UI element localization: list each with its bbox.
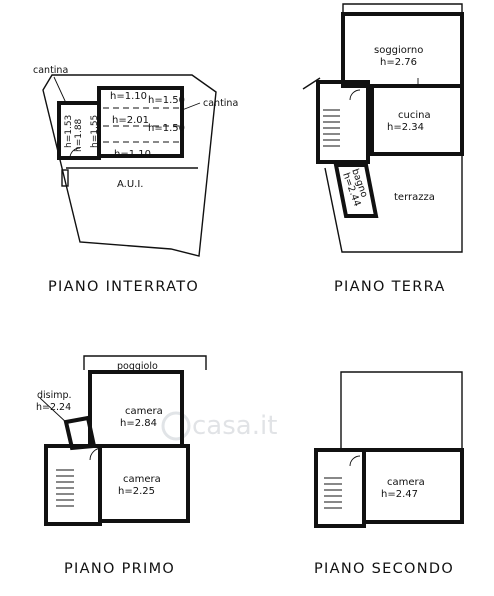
label-cantina-left: cantina: [33, 65, 68, 76]
label-cantina-right: cantina: [203, 98, 238, 109]
plan-terra: soggiorno h=2.76 cucina h=2.34 bagno h=2…: [302, 3, 464, 253]
label-cucina: cucina: [398, 110, 431, 121]
stair-treads-secondo: [324, 477, 342, 509]
label-camera-secondo: camera: [387, 477, 425, 488]
label-disimp-h: h=2.24: [36, 402, 71, 413]
terrazza-outline: [324, 154, 463, 253]
label-soggiorno: soggiorno: [374, 45, 423, 56]
poggiolo-outline: [83, 355, 207, 370]
label-h188: h=1.88: [74, 118, 84, 152]
label-h150-top: h=1.50: [148, 95, 185, 106]
secondo-upper-outline: [340, 371, 463, 448]
label-camera2-h: h=2.25: [118, 486, 155, 497]
label-h150-mid: h=1.50: [148, 123, 185, 134]
label-h110-bot: h=1.10: [114, 149, 151, 160]
caption-terra: PIANO TERRA: [334, 279, 446, 295]
cucina-room: [370, 84, 464, 156]
label-terrazza: terrazza: [394, 192, 435, 203]
label-camera2: camera: [123, 474, 161, 485]
interrato-outline: [42, 74, 217, 257]
stair-block: [316, 80, 370, 164]
stair-block-secondo: [314, 448, 366, 528]
label-cucina-h: h=2.34: [387, 122, 424, 133]
label-camera1: camera: [125, 406, 163, 417]
label-aui: A.U.I.: [117, 179, 143, 190]
label-h153: h=1.53: [64, 115, 74, 148]
plan-interrato: cantina cantina h=1.10 h=1.50 h=2.01 h=1…: [33, 65, 238, 257]
label-soggiorno-h: h=2.76: [380, 57, 417, 68]
label-h155: h=1.55: [90, 115, 100, 148]
caption-interrato: PIANO INTERRATO: [48, 279, 199, 295]
watermark-text: casa.it: [192, 411, 277, 441]
stair-block-primo: [44, 444, 102, 526]
caption-secondo: PIANO SECONDO: [314, 561, 454, 577]
cantina-right-room: [97, 86, 184, 158]
label-camera-secondo-h: h=2.47: [381, 489, 418, 500]
watermark: casa.it: [161, 411, 277, 441]
label-disimp: disimp.: [37, 390, 72, 401]
label-poggiolo: poggiolo: [117, 361, 158, 372]
plan-primo: poggiolo disimp. h=2.24 camera h=2.84 ca…: [36, 355, 207, 526]
label-camera1-h: h=2.84: [120, 418, 157, 429]
label-h201: h=2.01: [112, 115, 149, 126]
plan-secondo: camera h=2.47: [314, 371, 464, 528]
disimp-room: [63, 415, 97, 451]
label-h110-top: h=1.10: [110, 91, 147, 102]
caption-primo: PIANO PRIMO: [64, 561, 175, 577]
stair-treads-primo: [56, 469, 74, 507]
stair-treads: [323, 109, 340, 147]
bagno-room: [333, 163, 379, 218]
